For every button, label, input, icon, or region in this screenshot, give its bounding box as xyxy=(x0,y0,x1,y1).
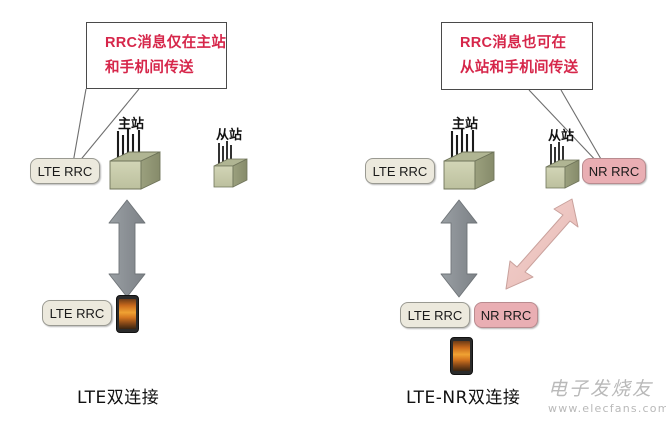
left-callout-box: RRC消息仅在主站 和手机间传送 xyxy=(86,22,227,89)
left-phone-screen xyxy=(119,299,136,329)
right-callout-box: RRC消息也可在 从站和手机间传送 xyxy=(441,22,593,90)
right-slave-station-label: 从站 xyxy=(548,129,575,144)
right-master-lte-rrc-pill[interactable]: LTE RRC xyxy=(365,158,435,184)
left-panel-caption: LTE双连接 xyxy=(77,388,160,408)
left-master-station-label: 主站 xyxy=(118,117,145,132)
right-phone-nr-rrc-pill[interactable]: NR RRC xyxy=(474,302,538,328)
right-master-base-station xyxy=(443,129,495,190)
right-phone-icon xyxy=(450,337,473,375)
left-phone-icon xyxy=(116,295,139,333)
watermark-url: www.elecfans.com xyxy=(548,402,666,415)
left-phone-lte-rrc-pill[interactable]: LTE RRC xyxy=(42,300,112,326)
right-callout-line-1: RRC消息也可在 xyxy=(460,35,567,51)
right-slave-nr-rrc-pill[interactable]: NR RRC xyxy=(582,158,646,184)
right-gray-double-arrow xyxy=(440,199,478,298)
left-master-base-station xyxy=(109,129,161,190)
left-slave-base-station xyxy=(213,141,248,188)
right-slave-base-station xyxy=(545,142,580,189)
right-callout-line-2: 从站和手机间传送 xyxy=(460,60,579,76)
left-slave-station-label: 从站 xyxy=(216,128,243,143)
right-pink-double-arrow xyxy=(505,198,579,290)
left-master-lte-rrc-pill[interactable]: LTE RRC xyxy=(30,158,100,184)
right-phone-screen xyxy=(453,341,470,371)
left-callout-line-1: RRC消息仅在主站 xyxy=(105,35,227,51)
site-watermark: 电子发烧友 www.elecfans.com xyxy=(548,374,666,415)
right-phone-lte-rrc-pill[interactable]: LTE RRC xyxy=(400,302,470,328)
left-gray-double-arrow xyxy=(108,199,146,298)
watermark-brand: 电子发烧友 xyxy=(548,378,654,400)
right-master-station-label: 主站 xyxy=(452,117,479,132)
right-panel-caption: LTE-NR双连接 xyxy=(406,388,521,408)
left-callout-line-2: 和手机间传送 xyxy=(105,60,194,76)
